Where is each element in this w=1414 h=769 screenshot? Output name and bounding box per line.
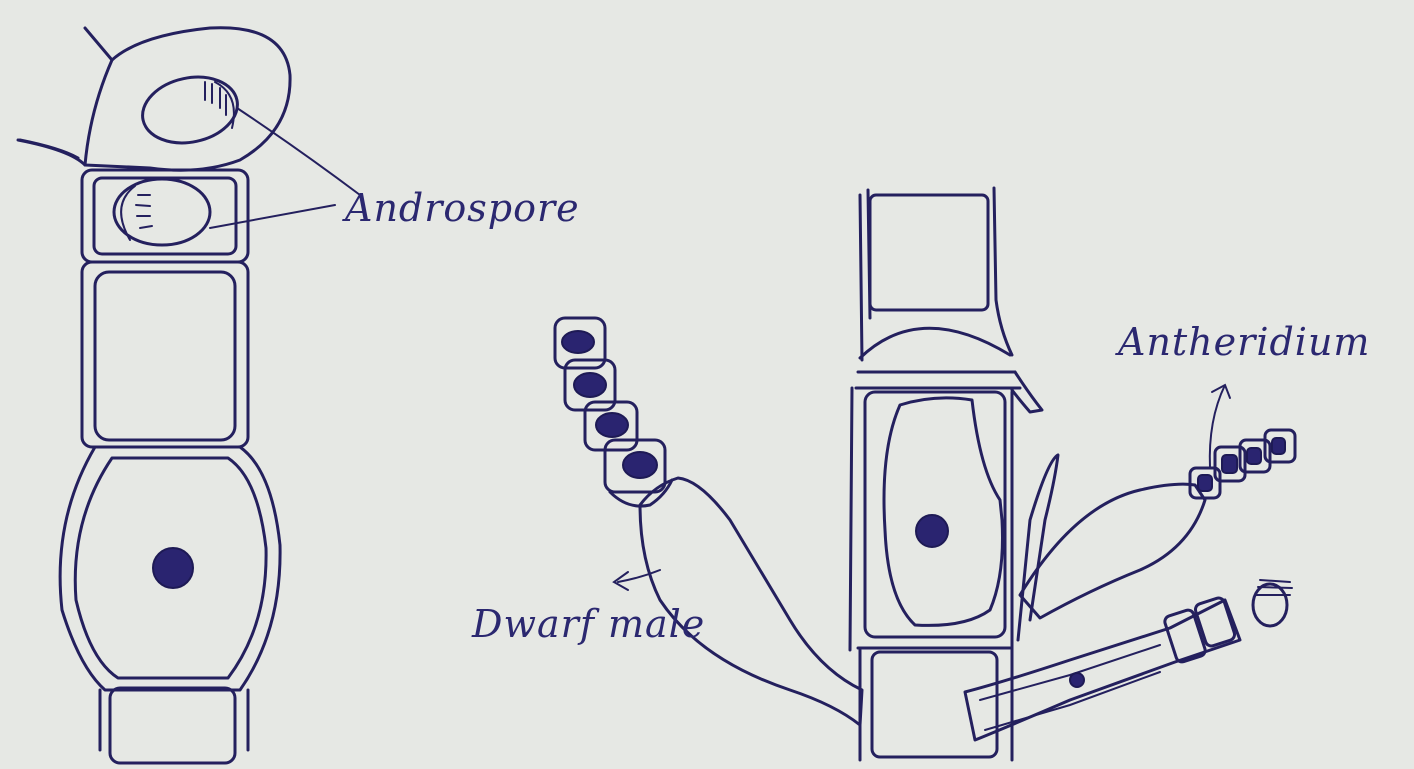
- oogonium-nucleus: [153, 548, 193, 588]
- dwarf-male-middle: [555, 318, 862, 725]
- androspore-small: [1253, 584, 1287, 626]
- androspore-pointer-lower: [210, 205, 335, 228]
- oogonium-right-nucleus: [916, 515, 948, 547]
- right-filament: [850, 188, 1295, 760]
- oogonium-right: [884, 398, 1003, 626]
- left-filament: [18, 28, 290, 763]
- label-dwarf-male: Dwarf male: [472, 602, 705, 646]
- label-androspore: Androspore: [345, 186, 580, 230]
- androspore-top: [136, 69, 243, 152]
- antheridium: [1190, 430, 1295, 498]
- label-antheridium: Antheridium: [1118, 320, 1370, 364]
- vegetative-cell-left: [95, 272, 235, 440]
